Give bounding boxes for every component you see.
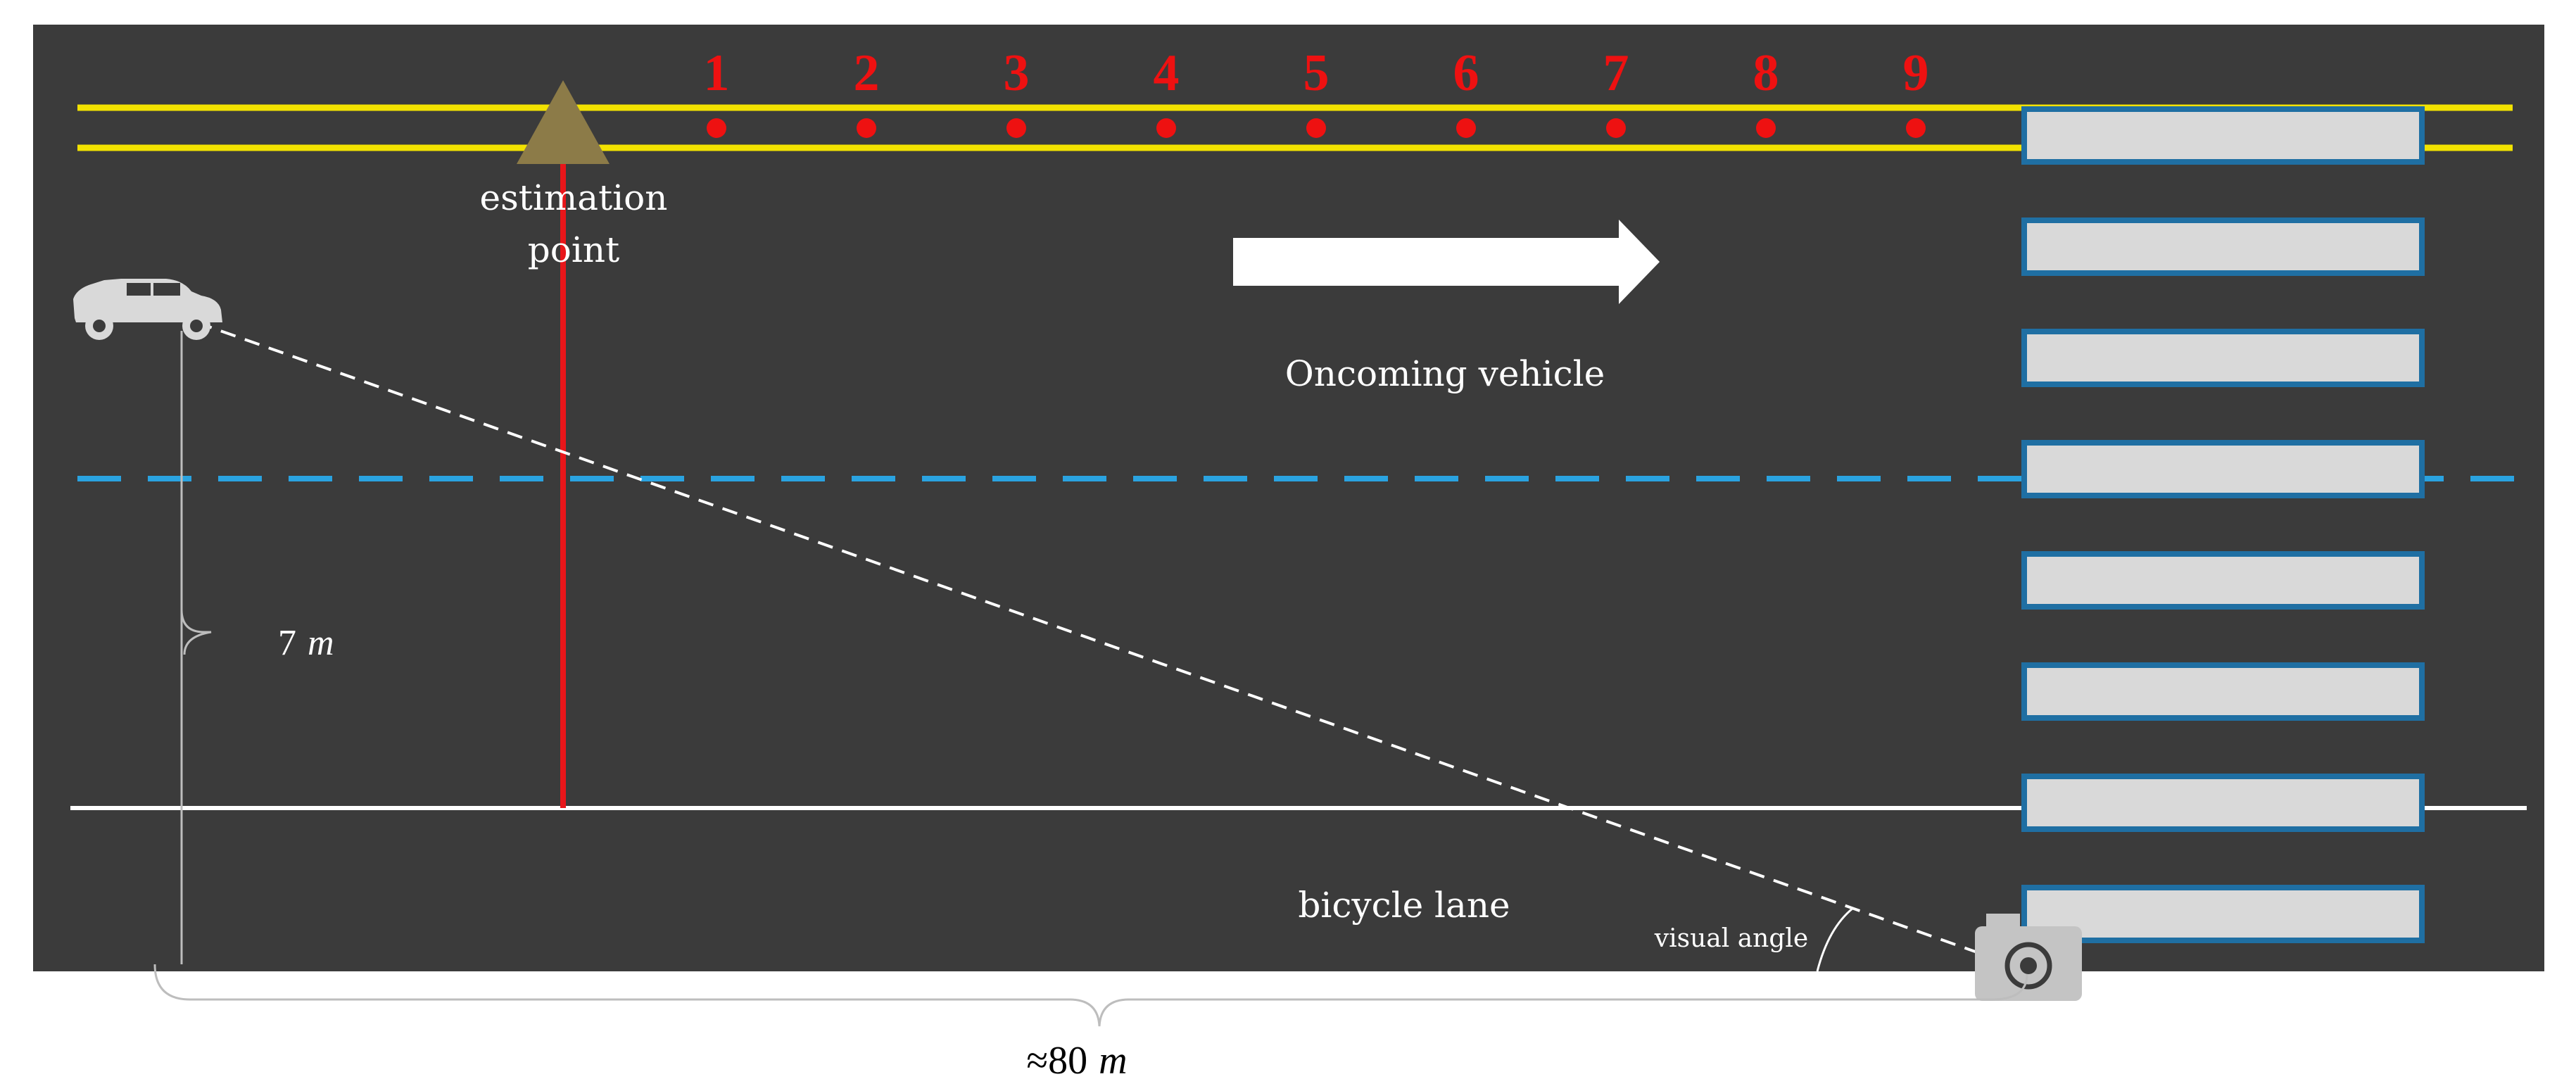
position-label-4: 4 [1154, 44, 1180, 102]
position-marker-1 [707, 118, 726, 138]
crosswalk-stripe [2021, 217, 2425, 276]
sight-line [200, 322, 2028, 971]
camera-icon [1975, 914, 2082, 1001]
crosswalk-stripe [2021, 329, 2425, 387]
position-marker-9 [1906, 118, 1926, 138]
crosswalk-stripe [2021, 106, 2425, 165]
crosswalk-stripe [2021, 440, 2425, 498]
position-label-8: 8 [1753, 44, 1779, 102]
position-marker-6 [1456, 118, 1476, 138]
crosswalk-stripe [2021, 885, 2425, 943]
crosswalk-stripe [2021, 662, 2425, 721]
crosswalk-stripe [2021, 774, 2425, 832]
car-icon [73, 279, 222, 340]
position-label-9: 9 [1903, 44, 1929, 102]
position-marker-2 [857, 118, 876, 138]
arrow-right-icon [1233, 220, 1660, 304]
position-marker-3 [1006, 118, 1026, 138]
position-label-2: 2 [854, 44, 880, 102]
position-markers: 1 2 3 4 5 6 7 8 9 [704, 44, 1929, 138]
position-label-6: 6 [1453, 44, 1479, 102]
triangle-marker-icon [517, 80, 610, 164]
crosswalk-stripe [2021, 551, 2425, 610]
visual-angle-arc [1816, 907, 1854, 972]
longitudinal-brace [153, 964, 2028, 1027]
estimation-point-label-line1: estimation [480, 177, 668, 218]
position-marker-7 [1606, 118, 1626, 138]
estimation-point-label-line2: point [528, 229, 619, 270]
position-label-5: 5 [1303, 44, 1330, 102]
crosswalk [2021, 106, 2425, 943]
position-label-3: 3 [1004, 44, 1030, 102]
visual-angle-label: visual angle [1654, 924, 1808, 953]
position-marker-4 [1156, 118, 1176, 138]
bicycle-lane-label: bicycle lane [1298, 885, 1510, 926]
direction-label: Oncoming vehicle [1285, 353, 1605, 394]
position-marker-5 [1306, 118, 1326, 138]
position-label-1: 1 [704, 44, 730, 102]
lateral-brace [180, 609, 212, 655]
position-marker-8 [1756, 118, 1776, 138]
position-label-7: 7 [1603, 44, 1629, 102]
